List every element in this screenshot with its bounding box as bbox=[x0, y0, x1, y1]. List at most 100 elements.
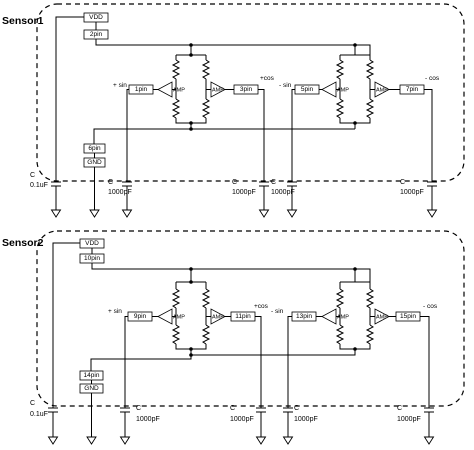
signal-label: + sin bbox=[108, 308, 122, 315]
cap-name: C bbox=[136, 405, 141, 412]
amp-label: AMP bbox=[212, 315, 224, 321]
resistor bbox=[365, 59, 375, 80]
cap-value: 1000pF bbox=[397, 416, 421, 423]
junction-dot bbox=[189, 280, 193, 284]
pin-label: 11pin bbox=[235, 313, 251, 320]
amplifier bbox=[157, 81, 173, 98]
vdd-label: VDD bbox=[89, 14, 103, 21]
ground-symbol bbox=[258, 209, 270, 218]
signal-label: - sin bbox=[279, 82, 292, 89]
cap-value: 0.1uF bbox=[30, 182, 48, 189]
capacitor: C 1000pF bbox=[400, 179, 438, 218]
signal-label: + sin bbox=[113, 82, 127, 89]
cap-value: 0.1uF bbox=[30, 411, 48, 418]
wire bbox=[91, 263, 371, 282]
bridge-a: AMP 1pin + sin AMP 3pin +cos bbox=[113, 53, 275, 182]
amp-label: AMP bbox=[212, 88, 224, 94]
cap-value: 1000pF bbox=[400, 189, 424, 196]
resistor bbox=[201, 288, 211, 309]
junction-dot bbox=[353, 43, 357, 47]
junction-dot bbox=[189, 127, 193, 131]
signal-label: +cos bbox=[260, 75, 275, 82]
bridge-b: AMP 5pin - sin AMP 7pin - cos bbox=[279, 54, 440, 182]
junction-dot bbox=[353, 267, 357, 271]
cap-name: C bbox=[271, 179, 276, 186]
ground-symbol bbox=[426, 209, 438, 218]
capacitor: C 1000pF bbox=[271, 179, 298, 218]
amp-label: AMP bbox=[173, 88, 185, 94]
wire bbox=[55, 16, 84, 182]
vdd-pin-label: 10pin bbox=[84, 255, 100, 262]
cap-name: C bbox=[294, 405, 299, 412]
amplifier bbox=[157, 308, 173, 325]
wire bbox=[126, 89, 129, 182]
sensor-outline bbox=[36, 3, 465, 182]
junction-dot bbox=[189, 53, 193, 57]
signal-label: +cos bbox=[254, 303, 269, 310]
wire bbox=[287, 316, 292, 408]
ground-symbol bbox=[86, 436, 97, 445]
wire bbox=[52, 242, 80, 408]
capacitor: C 1000pF bbox=[282, 405, 318, 445]
resistor bbox=[365, 324, 375, 345]
sensor-title: Sensor2 bbox=[2, 237, 44, 249]
pin-label: 1pin bbox=[135, 86, 148, 93]
capacitor: C 0.1uF bbox=[30, 172, 62, 218]
capacitor: C 1000pF bbox=[232, 179, 270, 218]
wire bbox=[424, 89, 433, 182]
wire bbox=[124, 316, 128, 408]
sensor-outline bbox=[36, 230, 465, 407]
bridge-b: AMP 13pin - sin AMP 15pin - cos bbox=[271, 281, 438, 408]
pin-label: 9pin bbox=[134, 313, 147, 320]
signal-label: - sin bbox=[271, 308, 284, 315]
ground-symbol bbox=[121, 209, 133, 218]
cap-name: C bbox=[230, 405, 235, 412]
cap-value: 1000pF bbox=[271, 189, 295, 196]
resistor bbox=[365, 288, 375, 309]
pin-label: 5pin bbox=[301, 86, 314, 93]
resistor bbox=[335, 98, 345, 119]
resistor bbox=[335, 288, 345, 309]
cap-name: C bbox=[30, 172, 35, 179]
pin-label: 7pin bbox=[406, 86, 419, 93]
resistor bbox=[365, 98, 375, 119]
ground-symbol bbox=[50, 209, 62, 218]
cap-name: C bbox=[400, 179, 405, 186]
resistor bbox=[171, 324, 181, 345]
amp-label: AMP bbox=[376, 88, 388, 94]
sensor1: Sensor1 VDD 2pin AMP bbox=[2, 3, 465, 218]
wire bbox=[291, 89, 295, 182]
gnd-pin-label: 14pin bbox=[84, 372, 100, 379]
wire bbox=[190, 349, 356, 356]
capacitor: C 1000pF bbox=[397, 405, 435, 445]
pin-label: 13pin bbox=[296, 313, 312, 320]
pin-label: 15pin bbox=[400, 313, 416, 320]
gnd-label: GND bbox=[87, 159, 102, 166]
capacitor: C 1000pF bbox=[108, 179, 133, 218]
bridge-a: AMP 9pin + sin AMP 11pin +cos bbox=[108, 280, 269, 408]
vdd-pin-label: 2pin bbox=[90, 31, 103, 38]
ground-symbol bbox=[89, 209, 100, 218]
wire bbox=[95, 39, 371, 55]
cap-name: C bbox=[30, 400, 35, 407]
wire bbox=[90, 355, 192, 371]
signal-label: - cos bbox=[425, 75, 440, 82]
gnd-label: GND bbox=[84, 385, 99, 392]
amplifier bbox=[321, 81, 337, 98]
wire bbox=[255, 316, 262, 408]
cap-value: 1000pF bbox=[232, 189, 256, 196]
amp-label: AMP bbox=[337, 315, 349, 321]
ground-symbol bbox=[255, 436, 267, 445]
cap-name: C bbox=[108, 179, 113, 186]
cap-value: 1000pF bbox=[230, 416, 254, 423]
amp-label: AMP bbox=[173, 315, 185, 321]
cap-value: 1000pF bbox=[136, 416, 160, 423]
cap-value: 1000pF bbox=[294, 416, 318, 423]
capacitor: C 1000pF bbox=[230, 405, 267, 445]
ground-symbol bbox=[423, 436, 435, 445]
cap-name: C bbox=[232, 179, 237, 186]
ground-symbol bbox=[286, 209, 298, 218]
resistor bbox=[201, 98, 211, 119]
amplifier bbox=[321, 308, 337, 325]
resistor bbox=[201, 59, 211, 80]
